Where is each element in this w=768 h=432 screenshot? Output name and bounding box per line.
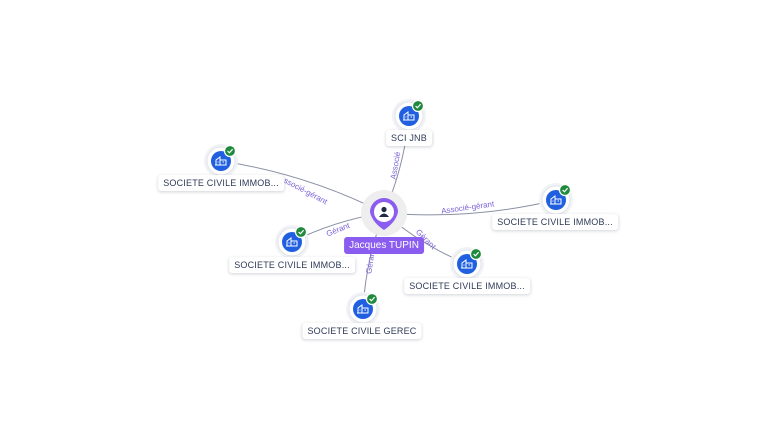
company-node[interactable]	[450, 247, 484, 281]
verified-check-icon	[223, 144, 237, 158]
building-icon-glyph	[286, 237, 298, 247]
person-icon-body	[379, 213, 389, 217]
verified-check-icon	[365, 292, 379, 306]
company-node-label[interactable]: SOCIETE CIVILE IMMOB...	[229, 257, 355, 273]
company-node-label[interactable]: SCI JNB	[386, 130, 432, 146]
building-icon	[546, 190, 566, 210]
company-node-label[interactable]: SOCIETE CIVILE IMMOB...	[158, 175, 284, 191]
building-icon-glyph	[550, 195, 562, 205]
building-icon	[399, 106, 419, 126]
building-icon-glyph	[357, 304, 369, 314]
company-node[interactable]	[204, 144, 238, 178]
company-node[interactable]	[346, 292, 380, 326]
check-mark	[298, 229, 305, 235]
verified-check-icon	[469, 247, 483, 261]
edge-label: Gérant	[364, 248, 376, 274]
person-node[interactable]	[361, 190, 407, 236]
company-node-label[interactable]: SOCIETE CIVILE IMMOB...	[492, 214, 618, 230]
building-icon	[457, 254, 477, 274]
check-mark	[227, 148, 234, 154]
verified-check-icon	[294, 225, 308, 239]
building-icon-glyph	[403, 111, 415, 121]
person-node-label[interactable]: Jacques TUPIN	[344, 237, 424, 254]
check-mark	[473, 251, 480, 257]
company-node[interactable]	[275, 225, 309, 259]
company-node[interactable]	[392, 99, 426, 133]
building-icon-glyph	[461, 259, 473, 269]
company-node-label[interactable]: SOCIETE CIVILE IMMOB...	[404, 278, 530, 294]
check-mark	[562, 187, 569, 193]
verified-check-icon	[411, 99, 425, 113]
building-icon	[211, 151, 231, 171]
company-node[interactable]	[539, 183, 573, 217]
check-mark	[369, 296, 376, 302]
verified-check-icon	[558, 183, 572, 197]
building-icon	[353, 299, 373, 319]
edge-label: Associé-gérant	[278, 173, 330, 206]
building-icon-glyph	[215, 156, 227, 166]
company-node-label[interactable]: SOCIETE CIVILE GEREC	[302, 323, 422, 339]
check-mark	[415, 103, 422, 109]
building-icon	[282, 232, 302, 252]
person-icon	[381, 206, 387, 213]
